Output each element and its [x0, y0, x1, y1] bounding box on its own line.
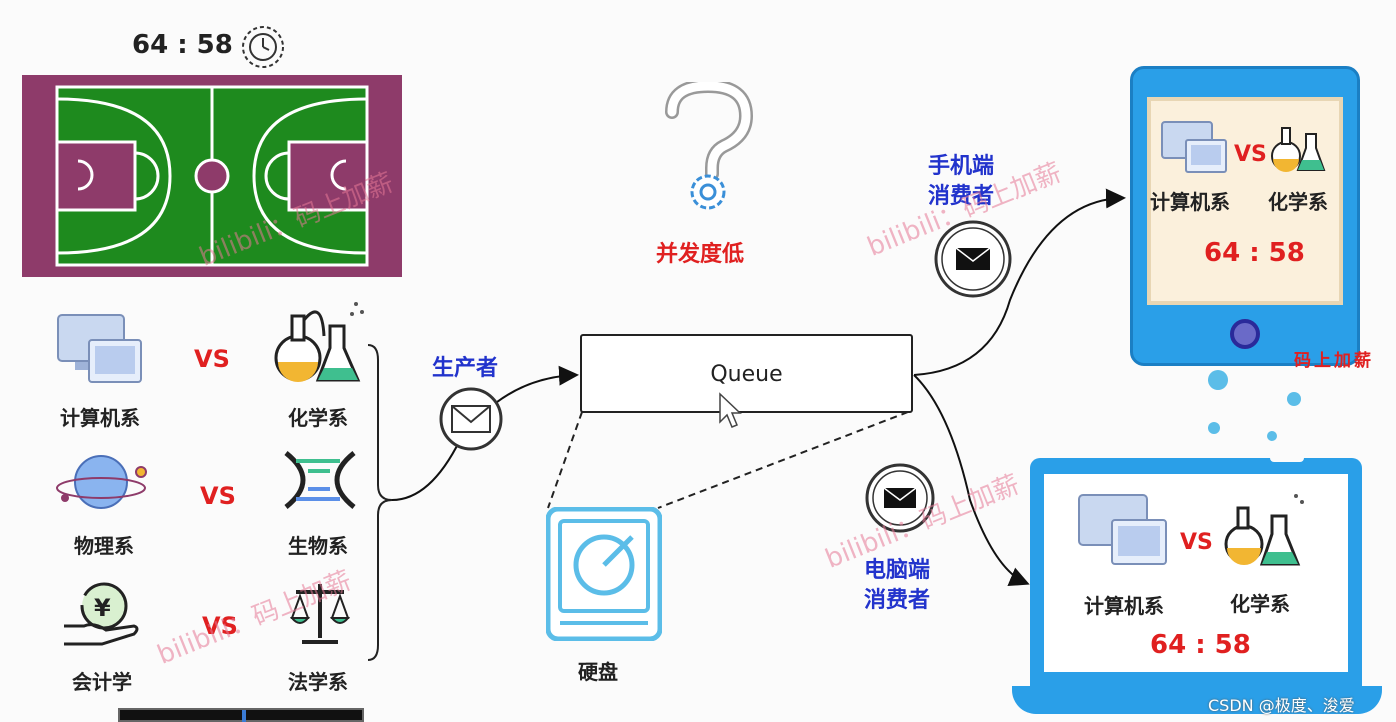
phone-computer-icon: [1161, 121, 1227, 173]
disk-icon: [546, 507, 662, 641]
disk-label: 硬盘: [578, 660, 618, 684]
phone-vs-label: VS: [1234, 142, 1267, 167]
dept-accounting-label: 会计学: [72, 670, 132, 694]
mobile-envelope-icon: [934, 220, 1012, 298]
video-control-bar: [118, 708, 364, 722]
laptop-score: 64 : 58: [1150, 630, 1251, 660]
phone-left-label: 计算机系: [1150, 190, 1230, 214]
mobile-consumer-line1: 手机端: [928, 154, 995, 179]
dna-icon: [284, 451, 356, 509]
queue-box: Queue: [580, 334, 913, 413]
dept-biology-label: 生物系: [288, 534, 348, 558]
producer-label: 生产者: [432, 356, 499, 381]
dept-computer-label: 计算机系: [60, 406, 140, 430]
svg-text:¥: ¥: [94, 594, 111, 622]
basketball-court: [22, 75, 402, 277]
money-hand-icon: ¥: [64, 582, 139, 646]
mobile-consumer-line2: 消费者: [928, 184, 995, 209]
pc-envelope-icon: [865, 463, 935, 533]
computer-icon: [57, 314, 142, 383]
court-score: 64 : 58: [132, 30, 233, 60]
phone-device: [1130, 66, 1360, 366]
phone-brand-text: 码上加薪: [1294, 351, 1374, 371]
queue-label: Queue: [710, 362, 783, 387]
cursor-icon: [719, 392, 742, 428]
planet-icon: [56, 455, 147, 509]
laptop-left-label: 计算机系: [1084, 594, 1164, 618]
laptop-right-label: 化学系: [1230, 592, 1290, 616]
pc-consumer-line2: 消费者: [864, 588, 931, 613]
laptop-computer-icon: [1078, 494, 1167, 565]
decorative-dots: [1208, 370, 1301, 441]
concurrency-label: 并发度低: [656, 242, 745, 267]
footer-credit: CSDN @极度、浚爱: [1208, 696, 1355, 715]
vs-label: VS: [194, 345, 230, 373]
phone-flask-icon: [1271, 127, 1326, 172]
producer-envelope-icon: [439, 387, 503, 451]
laptop-camera: [1270, 454, 1304, 462]
scales-icon: [289, 584, 351, 644]
laptop-base: [1012, 686, 1382, 714]
mobile-consumer-label: 手机端 消费者: [928, 152, 994, 212]
clock-icon: [242, 26, 284, 68]
laptop-vs-label: VS: [1180, 530, 1213, 555]
pc-consumer-label: 电脑端 消费者: [864, 556, 930, 616]
vs-label: VS: [200, 482, 236, 510]
phone-home-button[interactable]: [1230, 319, 1260, 349]
dept-chemistry-label: 化学系: [288, 406, 348, 430]
question-gear-icon: [665, 82, 754, 210]
laptop-flask-icon: [1224, 494, 1304, 566]
pc-consumer-line1: 电脑端: [864, 558, 931, 583]
phone-right-label: 化学系: [1268, 190, 1328, 214]
dept-physics-label: 物理系: [74, 534, 134, 558]
phone-score: 64 : 58: [1204, 238, 1305, 268]
dept-law-label: 法学系: [288, 670, 348, 694]
vs-label: VS: [202, 612, 238, 640]
chemistry-flask-icon: [274, 302, 364, 382]
